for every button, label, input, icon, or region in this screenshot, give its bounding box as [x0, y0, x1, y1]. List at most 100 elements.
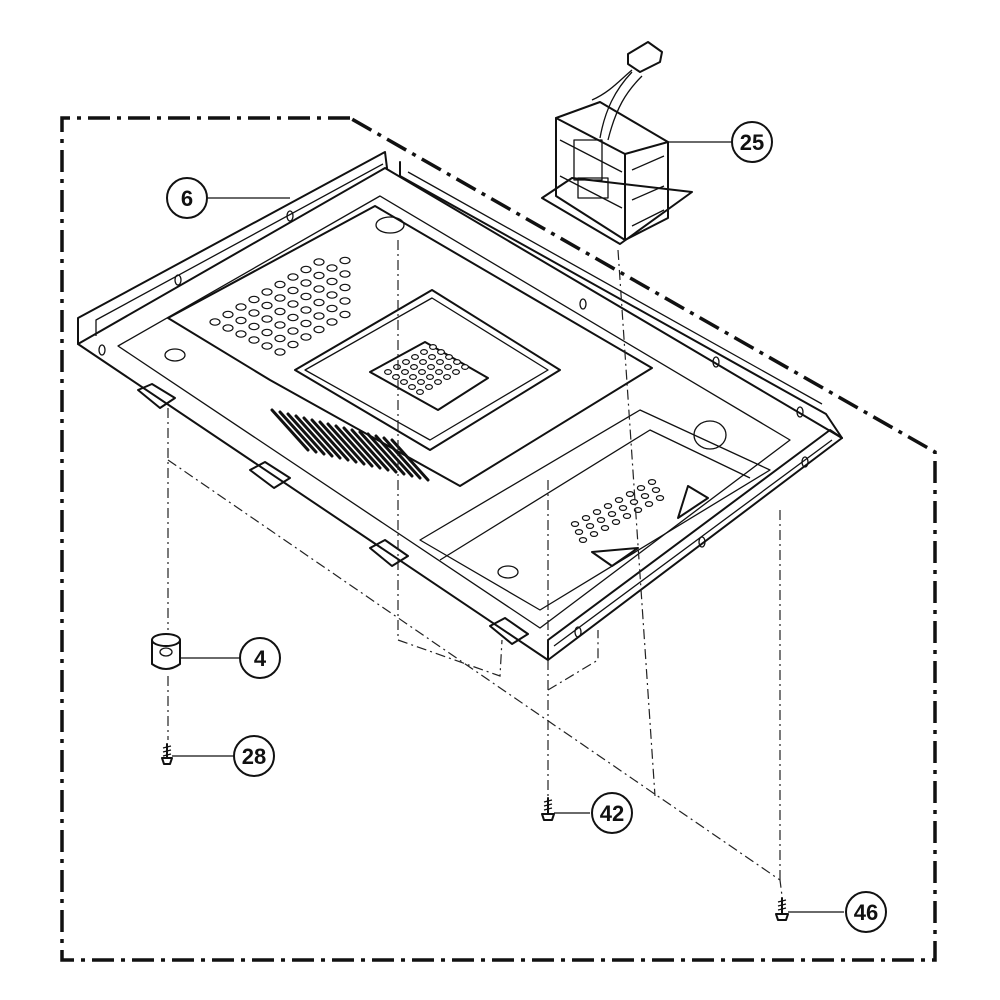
trough-hole [603, 503, 613, 510]
vent-hole [248, 295, 260, 304]
vent-hole [261, 315, 273, 323]
vent-hole [326, 277, 338, 286]
grille-hole [425, 384, 434, 391]
vent-hole [300, 292, 312, 301]
side-vent-slot [318, 420, 358, 464]
vent-hole [261, 288, 273, 296]
grille-hole [453, 359, 462, 366]
callout-6: 6 [166, 177, 208, 219]
grille-hole [435, 369, 444, 376]
grille-hole [429, 344, 438, 351]
vent-hole [300, 306, 312, 314]
side-vent-slot [294, 414, 334, 458]
base-plate [77, 151, 843, 661]
trough-hole [607, 511, 617, 518]
grille-hole [444, 364, 453, 371]
trough-hole [625, 491, 635, 498]
callout-46-label: 46 [854, 900, 878, 925]
grille-hole [400, 379, 409, 386]
screw-28 [161, 743, 173, 765]
grille-hole [402, 359, 411, 366]
grille-hole [419, 359, 428, 366]
vent-hole [274, 307, 286, 316]
trough-hole [647, 479, 657, 486]
callout-46: 46 [845, 891, 887, 933]
grille-hole [437, 349, 446, 356]
grille-hole [436, 359, 445, 366]
trough-hole [600, 524, 610, 531]
vent-hole [313, 312, 325, 320]
grille-hole [420, 349, 429, 356]
side-vent-slot [350, 428, 390, 472]
vent-hole [339, 310, 351, 319]
trough-hole [640, 493, 650, 500]
vent-hole [261, 328, 273, 337]
leader-lines [172, 141, 844, 913]
callout-28: 28 [233, 735, 275, 777]
trough-hole [589, 530, 599, 537]
callout-28-label: 28 [242, 744, 266, 769]
grille-hole [416, 389, 425, 396]
vent-hole [261, 301, 273, 310]
vent-hole [300, 333, 312, 341]
trough-hole [618, 505, 628, 512]
side-vent-slot [334, 424, 374, 468]
grille-hole [445, 354, 454, 361]
grille-hole [461, 364, 470, 371]
side-vent-slot [310, 418, 350, 462]
trough-hole [651, 487, 661, 494]
vent-hole [313, 271, 325, 280]
vent-hole [274, 294, 286, 302]
vent-hole [222, 310, 234, 319]
vent-hole [235, 303, 247, 311]
side-vent-slot [270, 408, 310, 452]
vent-holes [209, 256, 665, 543]
grille-hole [393, 364, 402, 371]
vent-hole [339, 270, 351, 278]
vent-hole [235, 316, 247, 325]
trough-hole [636, 485, 646, 492]
side-vent-slot [302, 416, 342, 460]
grille-hole [417, 379, 426, 386]
callout-6-label: 6 [181, 186, 193, 211]
trough-hole [592, 509, 602, 516]
callout-25-label: 25 [740, 130, 764, 155]
trough-hole [585, 522, 595, 529]
screw-42 [541, 797, 555, 821]
vent-hole [287, 300, 299, 308]
vent-hole [326, 304, 338, 313]
screw-46 [775, 897, 789, 921]
side-vent-slot [278, 410, 318, 454]
grille-hole [452, 369, 461, 376]
transformer [541, 41, 693, 245]
grille-hole [443, 374, 452, 381]
trough-hole [578, 536, 588, 543]
grille-hole [426, 374, 435, 381]
vent-hole [248, 309, 260, 317]
vent-hole [274, 348, 286, 356]
side-vent-slot [342, 426, 382, 470]
callout-42: 42 [591, 792, 633, 834]
trough-hole [655, 495, 665, 502]
vent-hole [313, 325, 325, 334]
grille-hole [401, 369, 410, 376]
grille-hole [434, 379, 443, 386]
grille-hole [409, 374, 418, 381]
trough-hole [644, 501, 654, 508]
vent-hole [274, 321, 286, 329]
vent-hole [235, 330, 247, 338]
vent-hole [248, 322, 260, 331]
vent-hole [261, 342, 273, 350]
side-vent-slot [326, 422, 366, 466]
grille-hole [428, 354, 437, 361]
grille-hole [411, 354, 420, 361]
vent-hole [287, 313, 299, 322]
callout-25: 25 [731, 121, 773, 163]
assembly-lines [167, 240, 783, 897]
grille-hole [418, 369, 427, 376]
trough-hole [629, 499, 639, 506]
grille-hole [410, 364, 419, 371]
vent-hole [209, 318, 221, 326]
trough-hole [596, 516, 606, 523]
